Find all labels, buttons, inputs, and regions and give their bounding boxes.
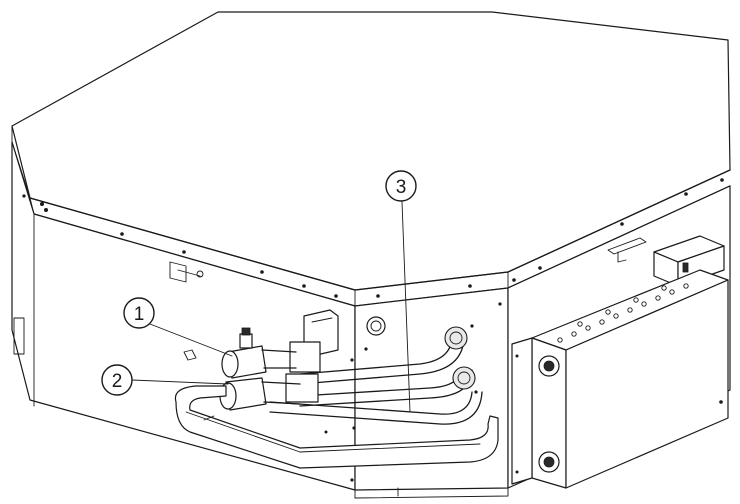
- rim-bolts: [22, 178, 724, 482]
- electrical-box: [511, 269, 729, 489]
- callout-1-circle: [123, 297, 155, 329]
- drain-tray: [174, 385, 499, 469]
- valve-assembly: [219, 309, 339, 411]
- callout-2-circle: [101, 364, 133, 396]
- callout-1: 1: [123, 297, 233, 357]
- terminal-holes: [557, 283, 689, 343]
- callout-3-label: 3: [396, 177, 407, 198]
- refrigerant-pipes: [269, 324, 483, 425]
- bottom-edge: [354, 487, 509, 499]
- callout-3-circle: [385, 170, 417, 202]
- callout-2-label: 2: [112, 371, 123, 392]
- callout-1-label: 1: [134, 304, 145, 325]
- callout-2: 2: [101, 364, 229, 396]
- callout-3: 3: [385, 170, 417, 413]
